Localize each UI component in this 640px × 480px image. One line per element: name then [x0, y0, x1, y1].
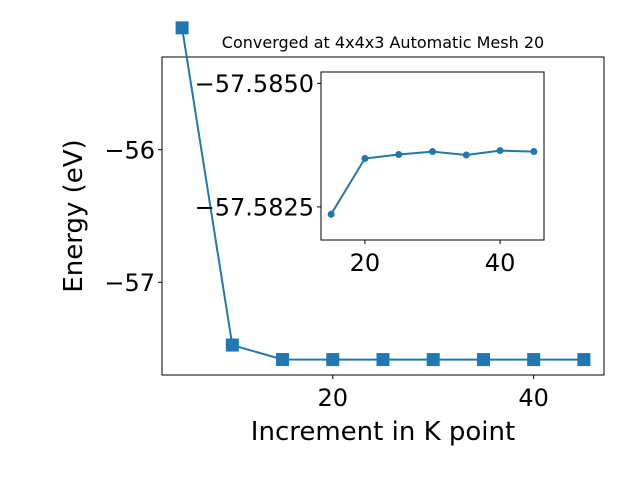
main-data-point: [175, 21, 189, 35]
inset-data-point: [530, 148, 538, 156]
main-data-point: [426, 353, 440, 367]
inset-data-point: [462, 151, 470, 159]
main-x-tick-label: 20: [317, 384, 348, 412]
main-plot-marks: [175, 21, 591, 367]
main-x-tick-label: 40: [518, 384, 549, 412]
inset-data-point: [496, 147, 504, 155]
inset-data-point: [361, 154, 369, 162]
main-data-point: [276, 353, 290, 367]
y-axis-label: Energy (eV): [59, 139, 89, 292]
x-axis-label: Increment in K point: [251, 417, 515, 447]
main-data-point: [577, 353, 591, 367]
inset-y-tick-label: −57.5825: [195, 194, 314, 222]
inset-x-tick-label: 40: [485, 249, 516, 277]
inset-data-point: [395, 151, 403, 159]
inset-plot-marks: [327, 147, 538, 218]
main-y-tick-label: −57: [104, 269, 155, 297]
main-data-point: [527, 353, 541, 367]
main-y-tick-label: −56: [104, 136, 155, 164]
chart-title: Converged at 4x4x3 Automatic Mesh 20: [222, 33, 544, 52]
inset-plot-frame: [320, 71, 545, 241]
inset-data-point: [327, 210, 335, 218]
inset-x-tick-label: 20: [350, 249, 381, 277]
inset-data-point: [429, 148, 436, 156]
main-data-point: [376, 353, 390, 367]
main-axis-ticks: 20 40 −56 −57: [104, 136, 549, 412]
main-data-point: [225, 338, 239, 352]
inset-y-tick-label: −57.5850: [195, 70, 314, 98]
main-data-point: [326, 353, 340, 367]
main-data-point: [476, 353, 490, 367]
inset-axis-ticks: 20 40 −57.5850 −57.5825: [195, 70, 516, 277]
